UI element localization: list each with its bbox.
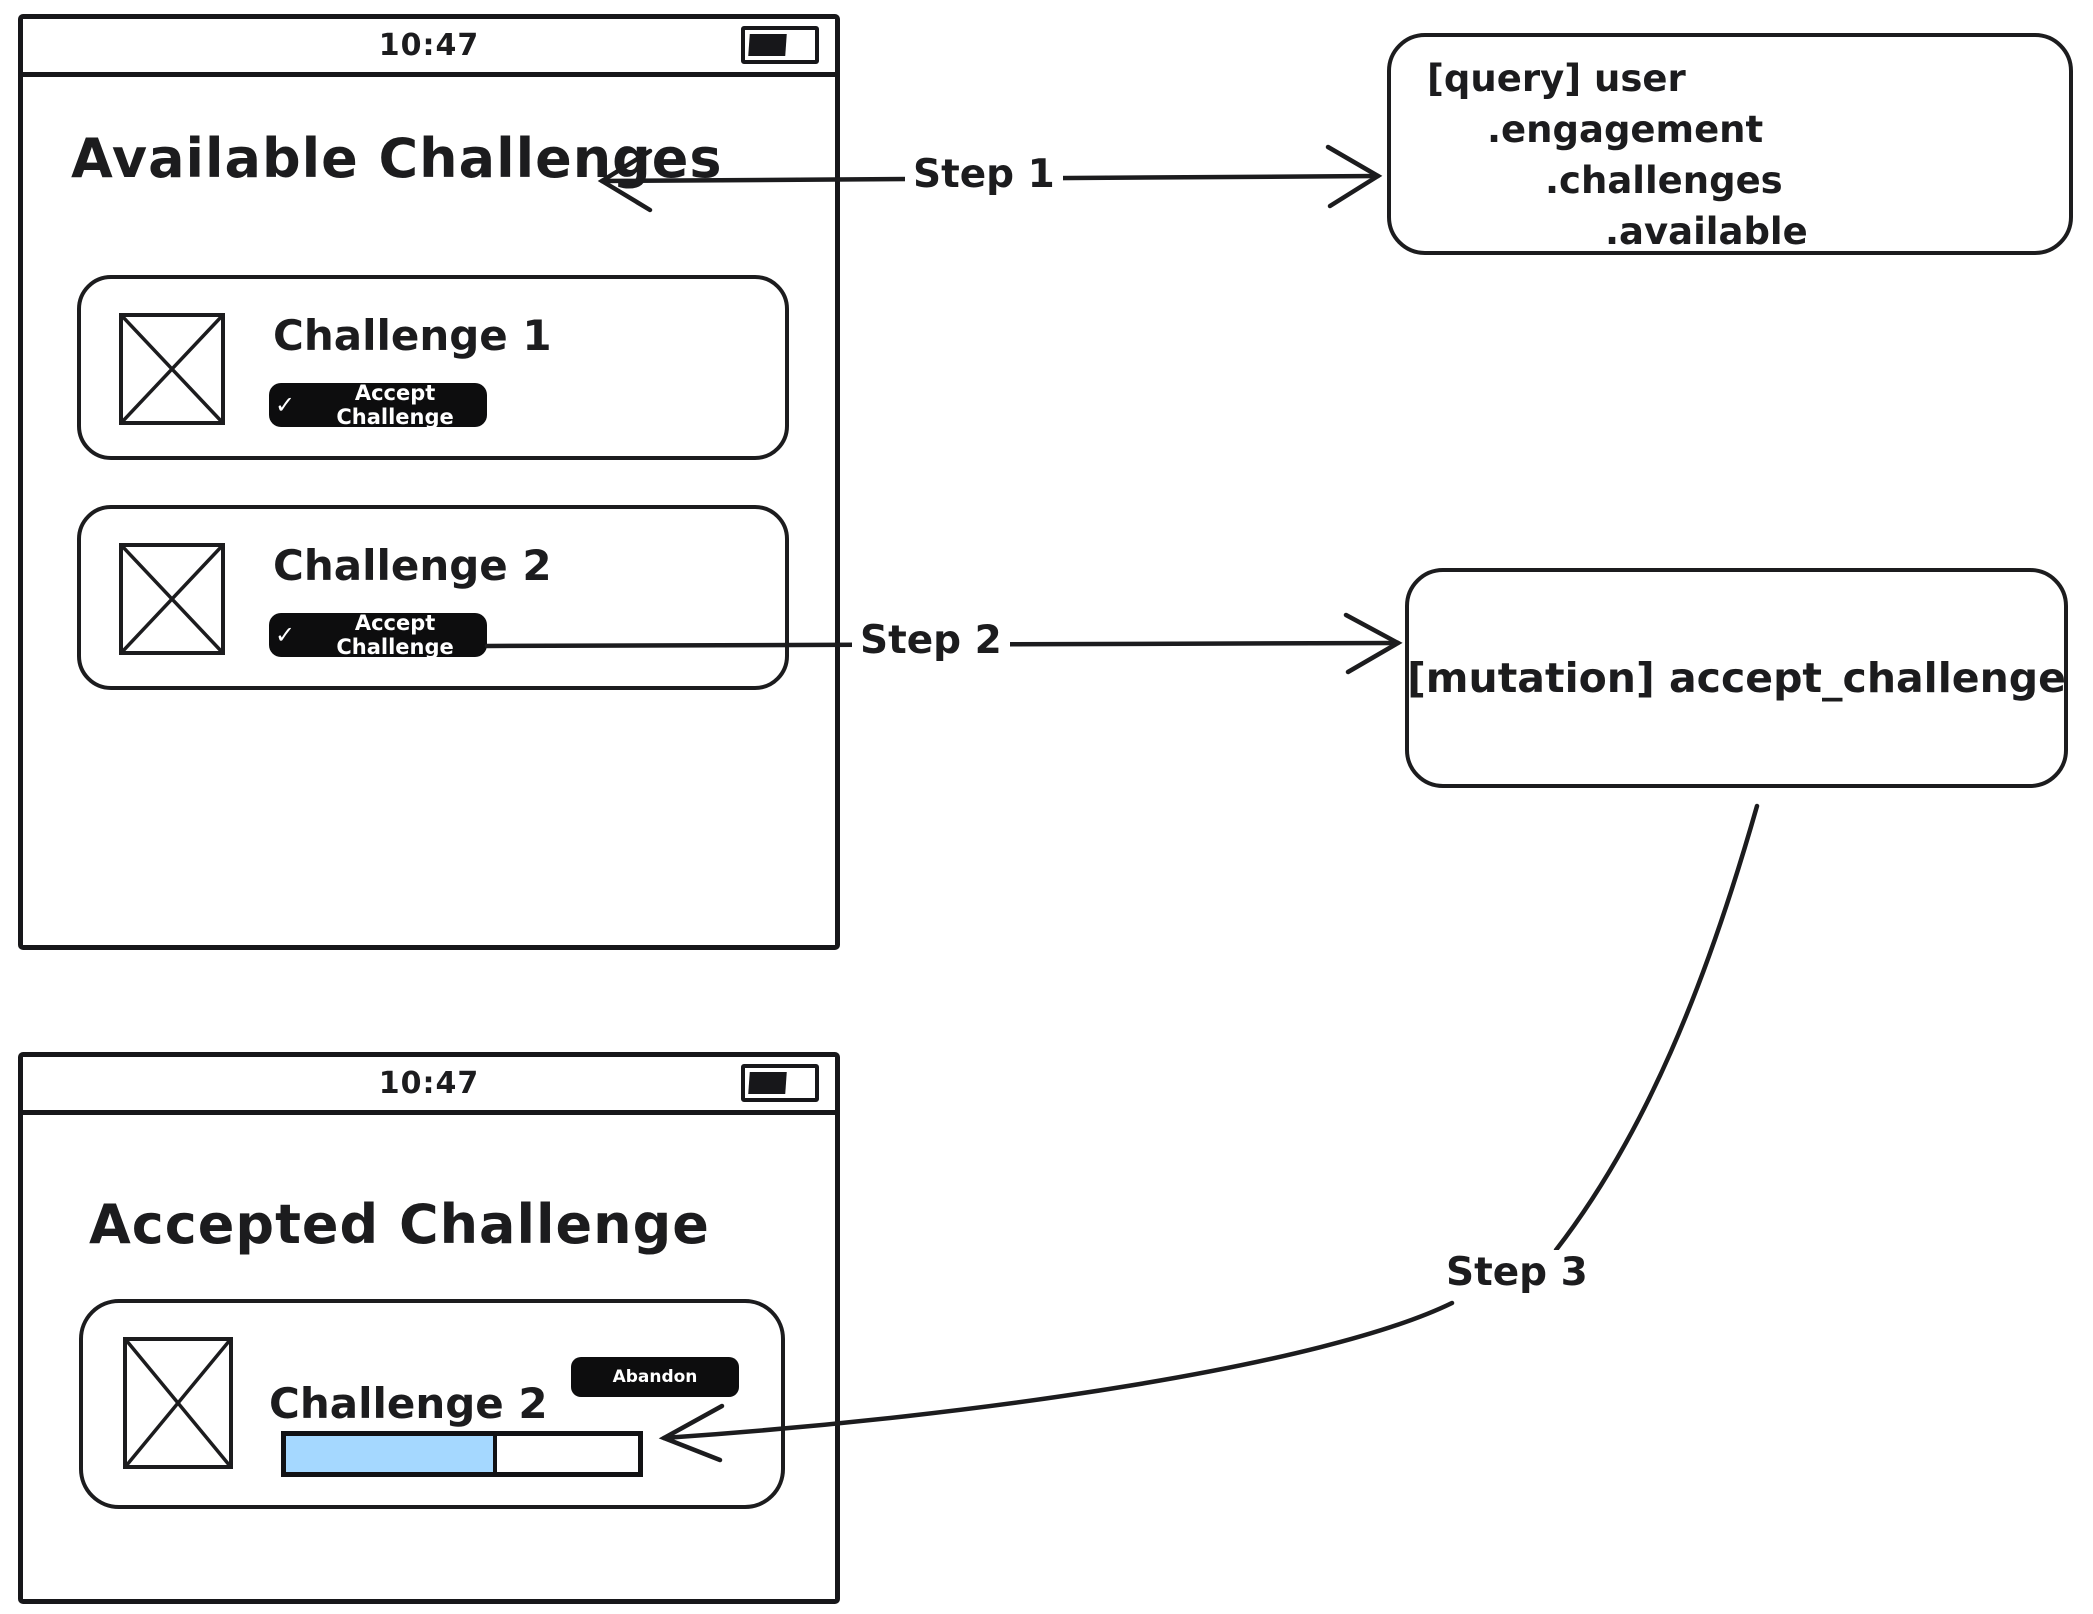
status-bar: 10:47 (23, 1057, 835, 1115)
check-icon: ✓ (275, 391, 296, 419)
image-placeholder-icon (123, 1337, 233, 1473)
image-placeholder-icon (119, 543, 225, 659)
image-placeholder-icon (119, 313, 225, 429)
query-line: .engagement (1487, 108, 1764, 151)
battery-icon (741, 1064, 819, 1102)
check-icon: ✓ (275, 621, 296, 649)
progress-bar (281, 1431, 643, 1477)
mutation-api-box: [mutation] accept_challenge (1405, 568, 2068, 788)
step3-label: Step 3 (1438, 1250, 1596, 1295)
battery-icon (741, 26, 819, 64)
query-line: [query] user (1427, 57, 1686, 100)
status-bar: 10:47 (23, 19, 835, 77)
abandon-button[interactable]: Abandon (571, 1357, 739, 1397)
accepted-challenge-card: Challenge 2 Abandon (79, 1299, 785, 1509)
step1-arrowhead-right (1325, 144, 1383, 209)
available-challenges-screen: 10:47 Available Challenges Challenge 1 ✓… (18, 14, 840, 950)
step2-arrowhead (1343, 612, 1403, 675)
battery-fill (748, 1072, 787, 1094)
step2-label: Step 2 (852, 618, 1010, 663)
query-line: .challenges (1545, 159, 1783, 202)
clock-text: 10:47 (378, 1066, 480, 1101)
accept-challenge-label: Accept Challenge (336, 381, 454, 429)
step1-label: Step 1 (905, 152, 1063, 197)
clock-text: 10:47 (378, 28, 480, 63)
challenge-title: Challenge 2 (273, 541, 552, 590)
abandon-label: Abandon (612, 1367, 698, 1387)
challenge-title: Challenge 2 (269, 1379, 548, 1428)
accepted-challenge-screen: 10:47 Accepted Challenge Challenge 2 Aba… (18, 1052, 840, 1604)
mutation-label: [mutation] accept_challenge (1407, 654, 2066, 702)
query-line: .available (1605, 210, 1808, 253)
accept-challenge-label: Accept Challenge (336, 611, 454, 659)
challenge-title: Challenge 1 (273, 311, 552, 360)
accept-challenge-button[interactable]: ✓ Accept Challenge (269, 381, 487, 429)
query-api-box: [query] user .engagement .challenges .av… (1387, 33, 2073, 255)
challenge-card: Challenge 1 ✓ Accept Challenge (77, 275, 789, 460)
page-title: Accepted Challenge (89, 1193, 710, 1256)
page-title: Available Challenges (71, 127, 723, 190)
battery-fill (748, 34, 787, 56)
progress-bar-fill (286, 1436, 498, 1472)
challenge-card: Challenge 2 ✓ Accept Challenge (77, 505, 789, 690)
step3-curve-upper (1553, 803, 1760, 1253)
accept-challenge-button[interactable]: ✓ Accept Challenge (269, 611, 487, 659)
